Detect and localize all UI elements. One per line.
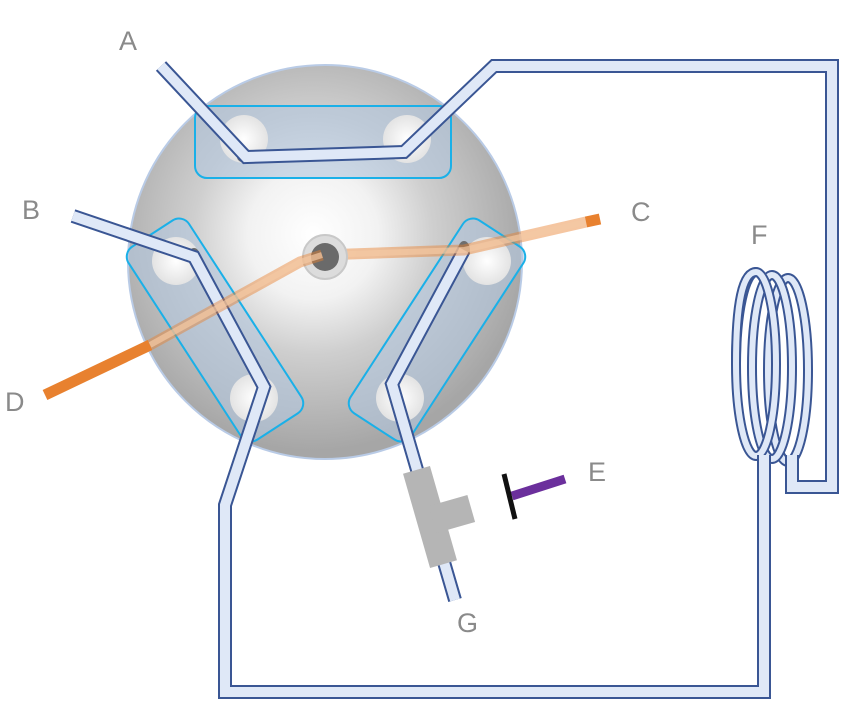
- sample-loop-coil-front: [731, 267, 758, 365]
- tube-c: [321, 213, 602, 261]
- label-e: E: [588, 457, 606, 487]
- label-b: B: [22, 195, 40, 225]
- injector-rod: [501, 473, 567, 520]
- label-g: G: [457, 608, 478, 638]
- tube-d: [42, 249, 324, 400]
- label-c: C: [631, 197, 651, 227]
- label-f: F: [751, 220, 768, 250]
- diagram-labels: A B C D E F G: [5, 26, 768, 638]
- rotor-center-hub: [302, 234, 348, 280]
- sample-loop-coil: [731, 267, 813, 467]
- label-d: D: [5, 387, 25, 417]
- needle-port: [403, 466, 476, 568]
- label-a: A: [119, 26, 137, 56]
